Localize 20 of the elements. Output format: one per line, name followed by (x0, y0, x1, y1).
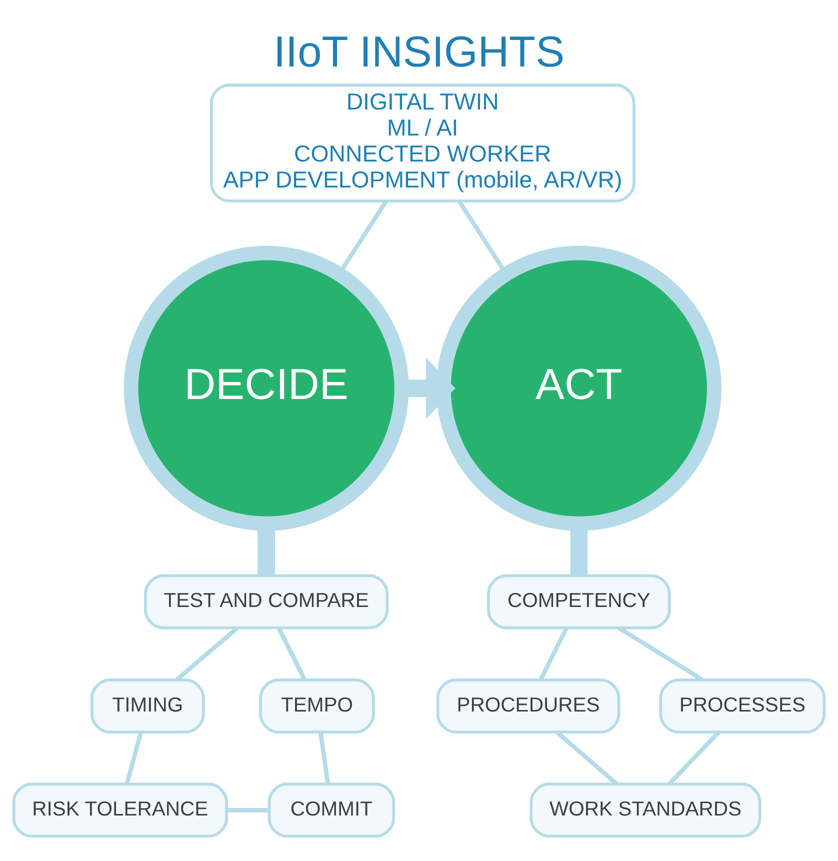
node-box: DIGITAL TWIN ML / AI CONNECTED WORKER APP DEVELOPMENT (mobile, AR/VR) (210, 83, 636, 202)
connector (618, 626, 704, 681)
connector (226, 808, 270, 812)
connector (276, 626, 307, 680)
node-box: TIMING (90, 678, 205, 733)
node-box: RISK TOLERANCE (12, 782, 228, 838)
node-box: WORK STANDARDS (530, 782, 762, 838)
connector (538, 626, 568, 680)
node-circle: ACT (436, 245, 722, 530)
diagram-title: IIoT INSIGHTS (273, 28, 565, 76)
node-circle: DECIDE (124, 245, 409, 530)
connector (318, 732, 330, 784)
node-box: PROCESSES (659, 678, 826, 733)
connector (175, 626, 238, 681)
node-box: COMPETENCY (487, 574, 671, 629)
node-box: PROCEDURES (436, 678, 620, 733)
node-box: TEMPO (259, 678, 375, 733)
connector (124, 731, 143, 784)
node-box: COMMIT (268, 782, 396, 838)
node-box: TEST AND COMPARE (144, 574, 389, 629)
